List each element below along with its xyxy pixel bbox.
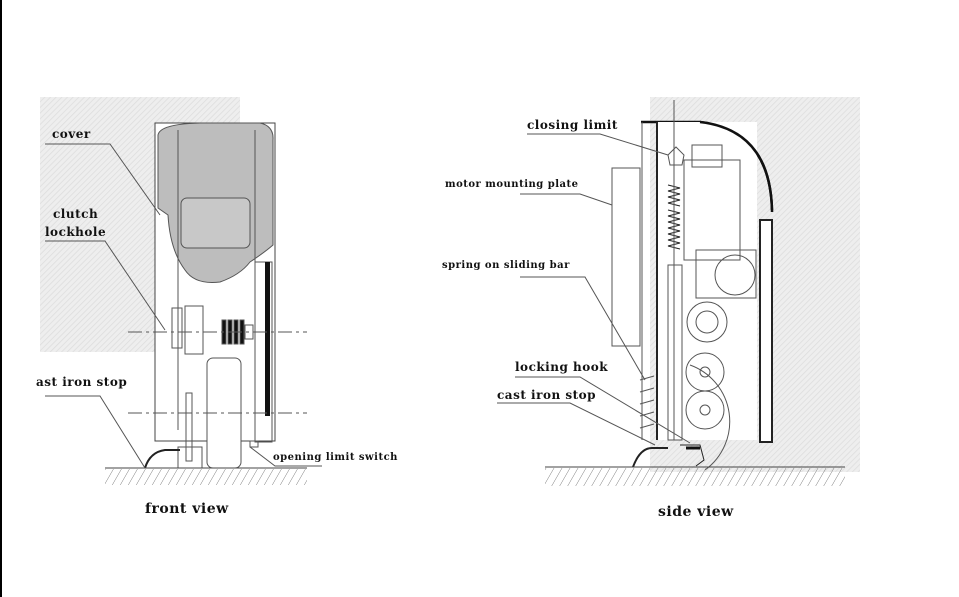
label-locking-hook: locking hook [515, 360, 609, 374]
label-cast-iron-stop-front: ast iron stop [36, 375, 128, 389]
label-cover: cover [52, 127, 91, 141]
front-view-drawing [40, 97, 322, 485]
label-motor-mounting-plate: motor mounting plate [445, 179, 579, 190]
label-lockhole: lockhole [45, 225, 107, 239]
label-spring-on-sliding-bar: spring on sliding bar [442, 260, 570, 271]
label-cast-iron-stop-side: cast iron stop [497, 388, 597, 402]
label-clutch: clutch [53, 207, 99, 221]
front-view-caption: front view [145, 501, 229, 517]
left-border [0, 0, 2, 597]
label-closing-limit: closing limit [527, 118, 618, 132]
side-view-drawing [497, 97, 860, 486]
label-opening-limit-switch: opening limit switch [273, 452, 398, 463]
side-view-caption: side view [658, 504, 734, 520]
